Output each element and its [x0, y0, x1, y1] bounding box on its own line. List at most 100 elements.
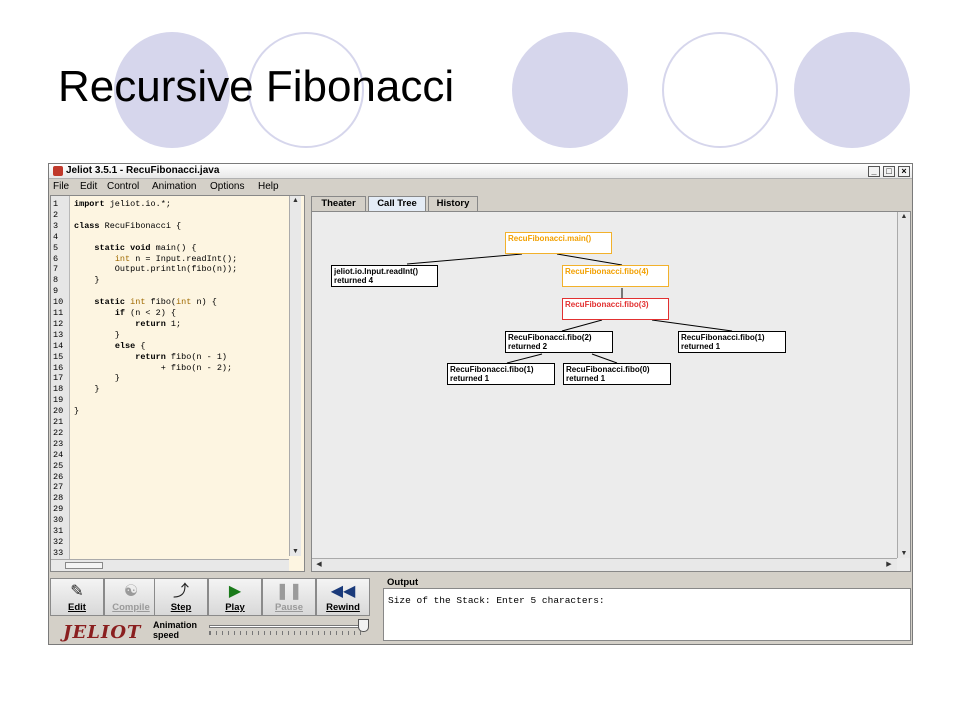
menu-help[interactable]: Help	[258, 181, 279, 192]
line-number: 4	[53, 231, 59, 242]
call-node-main[interactable]: RecuFibonacci.main()	[505, 232, 612, 254]
play-button[interactable]: ▶ Play	[208, 578, 262, 616]
menu-options[interactable]: Options	[210, 181, 245, 192]
menu-edit[interactable]: Edit	[80, 181, 98, 192]
close-button[interactable]: ×	[898, 166, 910, 177]
tab-history[interactable]: History	[428, 196, 478, 211]
call-node-result: returned 1	[681, 342, 721, 351]
edge-fibo2-fibo0	[591, 353, 618, 364]
scroll-up-icon[interactable]: ▲	[900, 213, 908, 220]
horizontal-scroll-thumb[interactable]	[65, 562, 103, 569]
line-number: 27	[53, 482, 64, 493]
edge-main-fibo4	[556, 253, 623, 266]
tab-call-tree[interactable]: Call Tree	[368, 196, 426, 211]
line-number: 33	[53, 547, 64, 558]
code-line: }	[74, 384, 100, 395]
editor-horizontal-scrollbar[interactable]	[51, 559, 289, 571]
line-number: 12	[53, 318, 64, 329]
call-node-result: returned 2	[508, 342, 548, 351]
scroll-down-icon[interactable]: ▼	[900, 550, 908, 557]
code-line: static int fibo(int n) {	[94, 297, 217, 308]
step-button-label: Step	[170, 602, 192, 613]
tab-theater[interactable]: Theater	[311, 196, 366, 211]
compile-button-label: Compile	[112, 602, 150, 613]
call-node-fibo1-left[interactable]: RecuFibonacci.fibo(1) returned 1	[447, 363, 555, 385]
tree-vertical-scrollbar[interactable]: ▲ ▼	[897, 212, 910, 558]
code-line: else {	[114, 340, 146, 351]
decorative-ring	[662, 32, 778, 148]
code-line: }	[74, 373, 120, 384]
step-button[interactable]: ⤴ Step	[154, 578, 208, 616]
line-number: 25	[53, 460, 64, 471]
rewind-button[interactable]: ◀◀ Rewind	[316, 578, 370, 616]
line-number: 28	[53, 493, 64, 504]
editor-vertical-scrollbar[interactable]: ▲ ▼	[289, 196, 301, 556]
line-number: 15	[53, 351, 64, 362]
line-number: 26	[53, 471, 64, 482]
title-bar: Jeliot 3.5.1 - RecuFibonacci.java _ □ ×	[49, 164, 912, 179]
output-console[interactable]: Size of the Stack: Enter 5 characters:	[383, 588, 911, 641]
line-number: 9	[53, 286, 59, 297]
scroll-left-icon[interactable]: ◀	[316, 561, 322, 568]
jeliot-app-icon	[53, 166, 63, 176]
line-number: 16	[53, 362, 64, 373]
edit-button[interactable]: ✎ Edit	[50, 578, 104, 616]
call-node-label: RecuFibonacci.fibo(0)	[566, 365, 650, 374]
decorative-circle	[114, 32, 230, 148]
edit-button-label: Edit	[68, 602, 86, 613]
menu-file[interactable]: File	[53, 181, 70, 192]
call-node-readint[interactable]: jeliot.io.Input.readInt() returned 4	[331, 265, 438, 287]
decorative-circle	[512, 32, 628, 148]
code-line: return fibo(n - 1)	[135, 351, 228, 362]
line-number: 19	[53, 395, 64, 406]
compile-button[interactable]: ☯ Compile	[104, 578, 158, 616]
line-number: 6	[53, 253, 59, 264]
tree-horizontal-scrollbar[interactable]: ◀ ▶	[312, 558, 897, 571]
pause-button[interactable]: ❚❚ Pause	[262, 578, 316, 616]
scroll-up-icon[interactable]: ▲	[292, 197, 299, 204]
step-icon: ⤴	[172, 583, 189, 600]
line-number: 3	[53, 220, 59, 231]
call-node-fibo2[interactable]: RecuFibonacci.fibo(2) returned 2	[505, 331, 613, 353]
line-number: 8	[53, 275, 59, 286]
line-number: 31	[53, 526, 64, 536]
decorative-ring	[248, 32, 364, 148]
animation-speed-label: Animation speed	[153, 620, 197, 640]
code-line: static void main() {	[94, 242, 197, 253]
code-line: return 1;	[135, 318, 182, 329]
call-node-label: RecuFibonacci.fibo(1)	[450, 365, 534, 374]
line-number: 1	[53, 199, 59, 209]
play-button-label: Play	[225, 602, 245, 613]
rewind-button-label: Rewind	[326, 602, 360, 613]
code-line: }	[74, 329, 120, 340]
maximize-button[interactable]: □	[883, 166, 895, 177]
menu-animation[interactable]: Animation	[152, 181, 197, 192]
call-node-label: RecuFibonacci.fibo(2)	[508, 333, 592, 342]
scroll-down-icon[interactable]: ▼	[292, 548, 299, 555]
menu-bar: File Edit Control Animation Options Help	[49, 180, 912, 194]
call-node-fibo4[interactable]: RecuFibonacci.fibo(4)	[562, 265, 669, 287]
minimize-button[interactable]: _	[868, 166, 880, 177]
line-number: 10	[53, 297, 64, 308]
code-line: if (n < 2) {	[114, 308, 177, 318]
slide-title: Recursive Fibonacci	[58, 62, 455, 111]
animation-speed-slider[interactable]	[209, 625, 363, 628]
line-number: 2	[53, 209, 59, 220]
slider-thumb[interactable]	[358, 619, 369, 632]
scroll-right-icon[interactable]: ▶	[886, 561, 892, 568]
call-node-fibo1-right[interactable]: RecuFibonacci.fibo(1) returned 1	[678, 331, 786, 353]
menu-control[interactable]: Control	[107, 181, 140, 192]
line-number: 30	[53, 515, 64, 526]
line-number: 21	[53, 417, 64, 427]
pause-button-label: Pause	[275, 602, 303, 613]
call-node-result: returned 4	[334, 276, 374, 285]
line-number: 20	[53, 406, 64, 417]
call-node-fibo0[interactable]: RecuFibonacci.fibo(0) returned 1	[563, 363, 671, 385]
line-number: 22	[53, 427, 64, 438]
line-number: 7	[53, 264, 59, 275]
call-node-label: RecuFibonacci.fibo(3)	[565, 300, 649, 309]
call-node-fibo3[interactable]: RecuFibonacci.fibo(3)	[562, 298, 669, 320]
pause-icon: ❚❚	[275, 583, 303, 600]
